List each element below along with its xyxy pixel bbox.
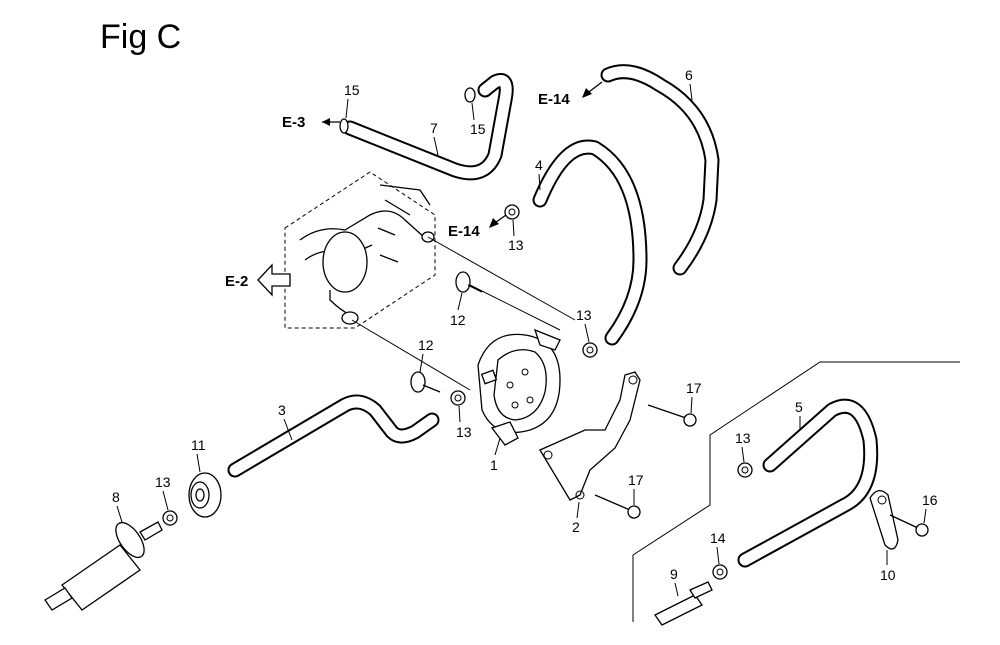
fuel-pump-1 xyxy=(477,328,561,446)
callout-11: 11 xyxy=(191,437,206,453)
grommet-11 xyxy=(188,472,222,518)
bolt-17-b xyxy=(594,494,641,519)
callout-13-e: 13 xyxy=(735,430,751,446)
hose-6 xyxy=(600,64,720,276)
hose-3 xyxy=(227,394,440,478)
callout-15-b: 15 xyxy=(470,121,486,137)
fuel-filter-8 xyxy=(44,521,163,611)
callout-9: 9 xyxy=(670,566,678,582)
clip-13-b xyxy=(450,390,466,406)
callout-15-a: 15 xyxy=(344,82,360,98)
callout-8: 8 xyxy=(112,489,120,505)
clip-13-e xyxy=(737,462,753,478)
assembly-frame xyxy=(284,171,436,329)
carburetor-assembly-sketch xyxy=(299,184,435,325)
callout-12-b: 12 xyxy=(418,337,434,353)
callout-13-b: 13 xyxy=(456,424,472,440)
ref-arrow-e14-mid: E-14 xyxy=(448,214,507,240)
clip-13-a xyxy=(162,510,178,526)
clip-13-c xyxy=(504,204,520,220)
callout-4: 4 xyxy=(535,157,543,173)
bolt-17-a xyxy=(647,404,697,427)
callout-14: 14 xyxy=(710,530,726,546)
section-boundary-line xyxy=(632,361,960,622)
hose-5 xyxy=(737,398,879,568)
callout-17-a: 17 xyxy=(686,380,702,396)
callout-10: 10 xyxy=(880,567,896,583)
callout-13-d: 13 xyxy=(576,307,592,323)
leader-line xyxy=(427,236,576,321)
hose-4 xyxy=(532,139,648,346)
ref-arrow-e3: E-3 xyxy=(282,114,340,131)
clamp-10 xyxy=(869,490,899,550)
ref-label-e14-mid: E-14 xyxy=(448,223,480,240)
callout-3: 3 xyxy=(278,402,286,418)
clip-15-a xyxy=(339,118,349,134)
hose-7 xyxy=(342,73,514,181)
leader-line xyxy=(351,319,471,391)
ref-arrow-e2: E-2 xyxy=(225,263,291,297)
ref-label-e14-top: E-14 xyxy=(538,91,570,108)
callout-7: 7 xyxy=(430,120,438,136)
ref-arrow-e14-top: E-14 xyxy=(538,81,603,108)
clip-13-d xyxy=(582,342,598,358)
bracket-2 xyxy=(539,371,641,501)
bolt-12-a xyxy=(455,271,483,293)
ref-label-e3: E-3 xyxy=(282,114,305,131)
callout-12-a: 12 xyxy=(450,312,466,328)
callout-13-a: 13 xyxy=(155,474,171,490)
callout-17-b: 17 xyxy=(628,472,644,488)
figure-title: Fig C xyxy=(100,18,182,56)
ref-label-e2: E-2 xyxy=(225,273,248,290)
joint-9 xyxy=(654,581,713,626)
bolt-12-b xyxy=(410,371,441,393)
leader-line xyxy=(469,284,561,331)
bolt-16 xyxy=(889,514,929,537)
callout-2: 2 xyxy=(572,519,580,535)
clip-15-b xyxy=(464,87,476,103)
clip-14 xyxy=(712,564,728,580)
callout-1: 1 xyxy=(490,457,498,473)
callout-16: 16 xyxy=(922,492,938,508)
callout-13-c: 13 xyxy=(508,237,524,253)
callout-5: 5 xyxy=(795,399,803,415)
callout-6: 6 xyxy=(685,67,693,83)
callouts: 15 7 15 6 4 13 12 13 12 3 13 1 17 17 2 1… xyxy=(112,67,938,597)
